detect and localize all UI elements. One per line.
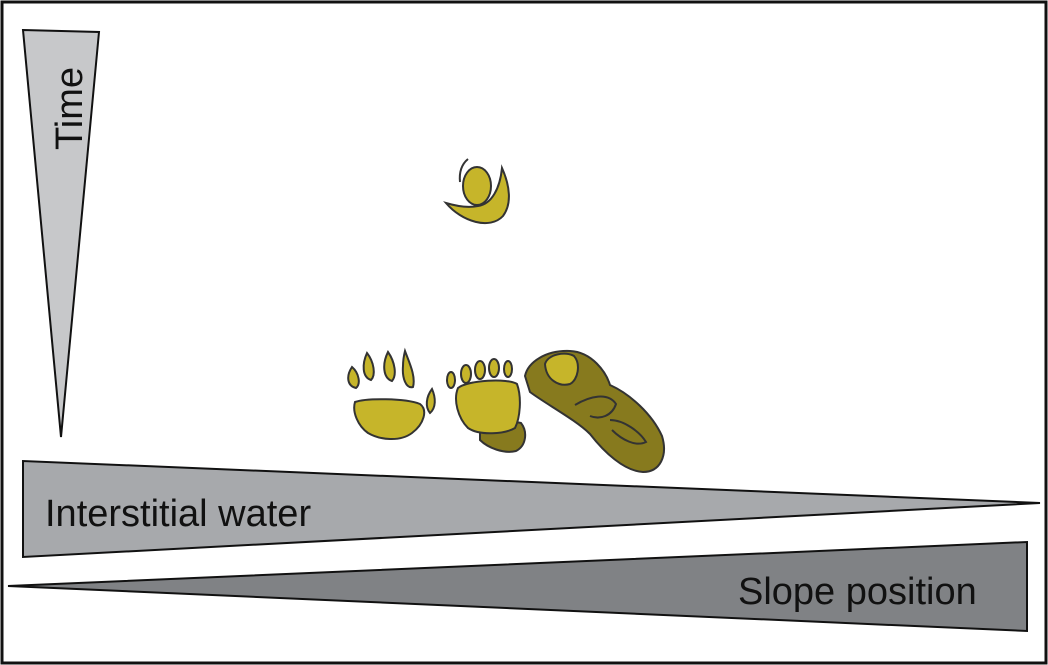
paw-pad	[353, 398, 426, 440]
interstitial-water-label: Interstitial water	[45, 493, 311, 535]
toe-mark	[503, 360, 513, 378]
claw-mark	[383, 350, 396, 383]
claw-mark	[425, 387, 436, 415]
oval-pad	[462, 166, 492, 206]
claw-mark	[362, 351, 375, 382]
time-label: Time	[49, 67, 91, 150]
main-pad	[455, 379, 521, 435]
heel-line	[609, 419, 648, 445]
arch-line	[574, 395, 618, 419]
heeled-paw-print-icon	[446, 358, 527, 453]
toe-mark	[460, 364, 472, 384]
bear-paw-print-icon	[347, 347, 436, 440]
elongated-print-icon	[523, 349, 665, 474]
claw-mark	[401, 347, 415, 389]
slope-position-wedge	[7, 540, 1028, 633]
toe-mark	[446, 371, 456, 389]
faint-track-icon	[443, 158, 510, 225]
motion-arc	[458, 158, 469, 183]
toe-mark	[474, 360, 486, 380]
claw-mark	[347, 365, 360, 390]
interstitial-water-wedge	[22, 459, 1041, 559]
time-wedge	[21, 28, 101, 438]
toe-pad	[543, 352, 579, 386]
slope-position-label: Slope position	[738, 571, 977, 613]
toe-mark	[488, 358, 500, 378]
crescent-mark	[443, 164, 510, 225]
